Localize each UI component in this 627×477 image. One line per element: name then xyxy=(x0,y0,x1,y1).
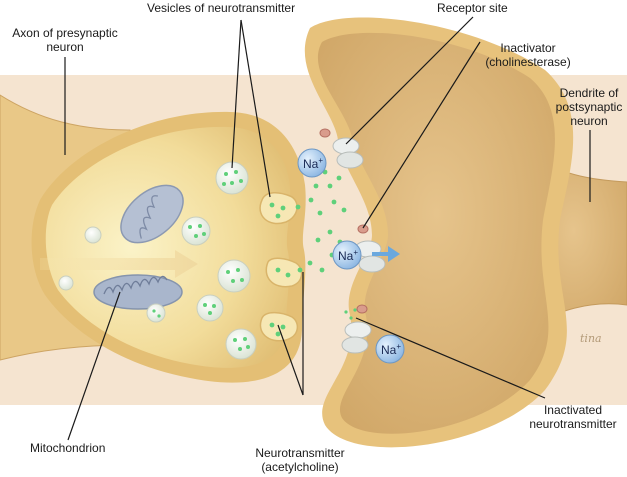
sodium-flow-arrow xyxy=(372,246,400,262)
label-neurotransmitter: Neurotransmitter (acetylcholine) xyxy=(240,446,360,474)
label-dendrite-line-3: neuron xyxy=(570,114,608,128)
label-receptor-site: Receptor site xyxy=(437,1,508,15)
label-inactivator-line-2: (cholinesterase) xyxy=(485,55,571,69)
label-inactivated-line-2: neurotransmitter xyxy=(529,417,617,431)
svg-text:Na+: Na+ xyxy=(338,248,358,263)
ion-2-symbol: Na xyxy=(338,249,354,263)
label-inactivated-line-1: Inactivated xyxy=(543,403,603,417)
label-dendrite-line-1: Dendrite of xyxy=(559,86,619,100)
svg-text:Na+: Na+ xyxy=(381,342,401,357)
neurotransmitter-dots-released xyxy=(269,169,357,337)
label-neurotransmitter-line-2: (acetylcholine) xyxy=(261,460,339,474)
label-inactivator: Inactivator (cholinesterase) xyxy=(470,41,586,69)
label-neurotransmitter-line-1: Neurotransmitter xyxy=(255,446,345,460)
label-axon-line-2: neuron xyxy=(46,40,84,54)
ion-1-charge: + xyxy=(318,156,323,165)
label-mitochondrion: Mitochondrion xyxy=(30,441,106,455)
label-dendrite: Dendrite of postsynaptic neuron xyxy=(553,86,625,128)
label-inactivated: Inactivated neurotransmitter xyxy=(520,403,626,431)
ion-3-symbol: Na xyxy=(381,343,397,357)
sodium-ion-1: Na+ xyxy=(297,148,327,178)
label-vesicles: Vesicles of neurotransmitter xyxy=(147,1,296,15)
sodium-ion-3: Na+ xyxy=(375,334,405,364)
ion-2-charge: + xyxy=(353,248,358,257)
label-axon-line-1: Axon of presynaptic xyxy=(12,26,118,40)
mitochondrion-upper xyxy=(120,184,184,244)
dendrite-cytoplasm xyxy=(317,32,555,434)
sodium-ion-2: Na+ xyxy=(332,240,362,270)
label-inactivator-line-1: Inactivator xyxy=(500,41,556,55)
mitochondrion-lower xyxy=(93,274,183,310)
neurotransmitter-dots-inside xyxy=(152,170,250,351)
vesicle-group xyxy=(58,161,257,360)
leader-lines xyxy=(64,16,591,441)
ion-1-symbol: Na xyxy=(303,157,319,171)
svg-text:Na+: Na+ xyxy=(303,156,323,171)
label-axon: Axon of presynaptic neuron xyxy=(0,26,130,54)
artist-signature: tina xyxy=(580,332,602,345)
ion-3-charge: + xyxy=(396,342,401,351)
label-dendrite-line-2: postsynaptic xyxy=(555,100,623,114)
flow-arrow xyxy=(40,250,198,278)
